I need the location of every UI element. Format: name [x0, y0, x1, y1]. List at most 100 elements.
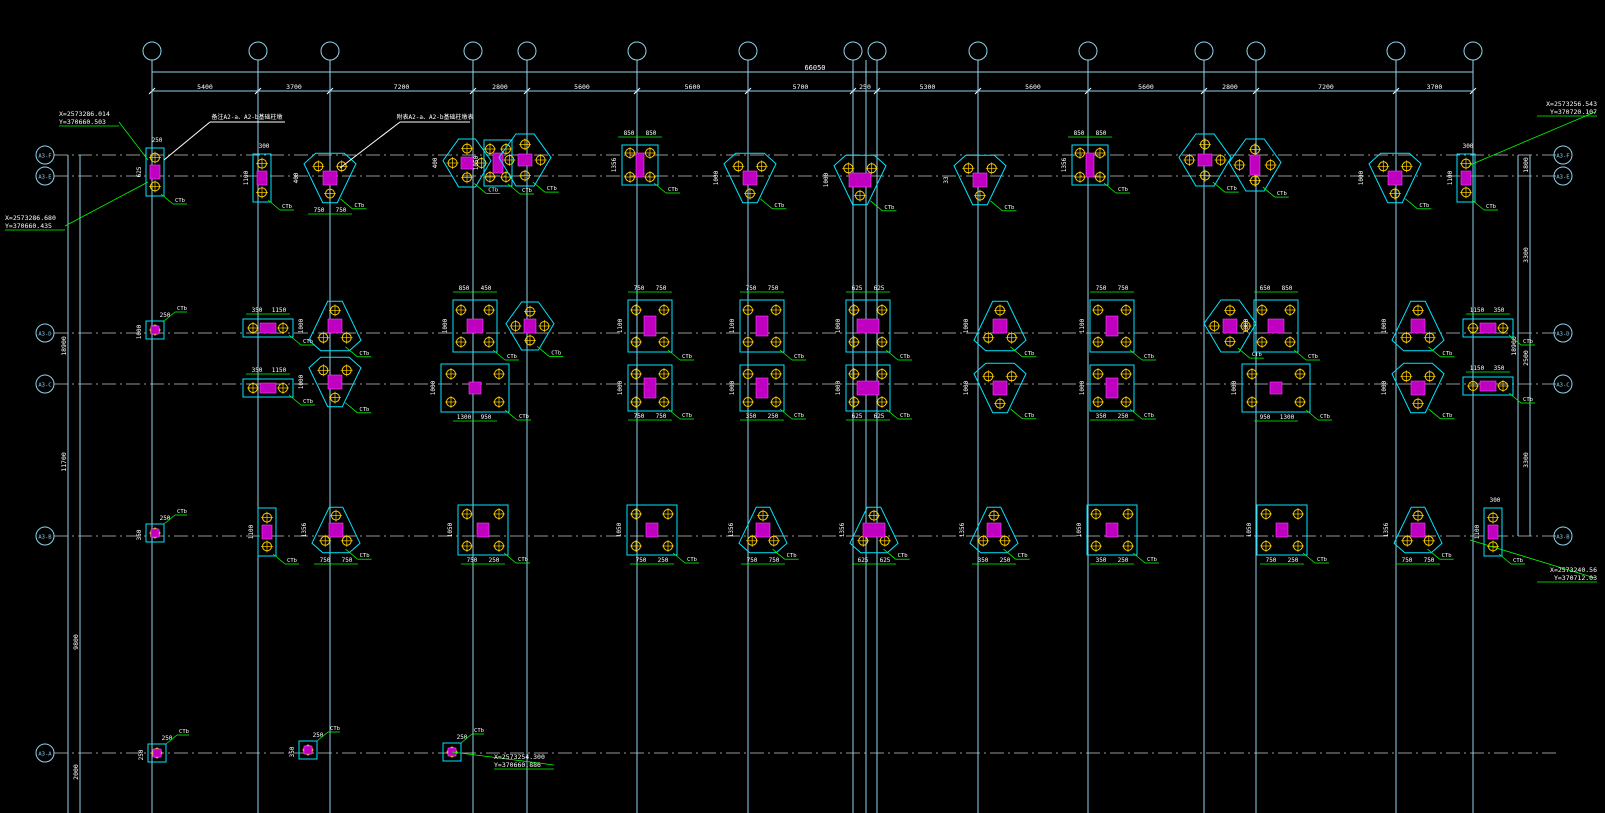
footing-leader: [779, 408, 793, 420]
grid-bubble-top: [142, 41, 162, 61]
footing-leader: [1237, 347, 1251, 359]
column-block: [460, 156, 474, 170]
column-block: [1222, 318, 1238, 334]
footing-tag: CTb: [1024, 413, 1034, 419]
footing-tag: CTb: [900, 354, 910, 360]
top-dimension-text: 7200: [1318, 83, 1334, 91]
footing-outline: [308, 300, 362, 352]
grid-bubble-top: [1078, 41, 1098, 61]
footing-leader: [507, 183, 521, 195]
footing-dim-text: 1150: [272, 367, 287, 374]
coordinate-x-text: X=2573240.56: [1550, 566, 1597, 574]
column-block: [261, 524, 273, 540]
column-block: [856, 318, 880, 334]
footing-leader: [772, 548, 785, 560]
footing-hex: CTb: [1178, 133, 1239, 193]
footing-tag: CTb: [1486, 204, 1496, 210]
footing-outline: [298, 740, 318, 760]
footing-dim-text: 1050: [1246, 522, 1253, 537]
footing-leader: [1305, 409, 1319, 421]
column-block: [327, 374, 343, 390]
footing-dim-text: 950: [1260, 414, 1271, 421]
footing-dim-text: 750: [1424, 557, 1435, 564]
top-dimension-text: 3700: [286, 83, 302, 91]
footing-leader: [1302, 552, 1316, 564]
top-dimension-text: 5700: [793, 83, 809, 91]
footing-dim-text: 1000: [1243, 318, 1250, 333]
footing-tag: CTb: [177, 509, 187, 515]
column-block: [856, 380, 880, 396]
footing-leader: [1427, 548, 1440, 560]
footing-dim-text: 625: [852, 285, 863, 292]
footing-dim-text: 750: [656, 285, 667, 292]
grid-bubble-right-label: A3-E: [1556, 175, 1569, 181]
footing-outline: [845, 364, 891, 412]
column-block: [259, 322, 277, 334]
footing-tag: CTb: [668, 187, 678, 193]
footing-dim-text: 750: [1096, 285, 1107, 292]
footing-dim-text: 350: [1494, 365, 1505, 372]
footing-dim-text: 1356: [301, 522, 308, 537]
footing-dim-text: 1300: [457, 414, 472, 421]
footing-dim-text: 1100: [617, 318, 624, 333]
footing-dim-text: 1000: [430, 380, 437, 395]
grid-bubble-right: [1553, 166, 1573, 186]
footing-dim-text: 1300: [1280, 414, 1295, 421]
footing-leader: [345, 548, 358, 560]
footing-outline: [1228, 138, 1282, 192]
footing-dim-text: 450: [481, 285, 492, 292]
coordinate-y-text: Y=370712.03: [1554, 574, 1597, 582]
footing-dim-text: 750: [636, 557, 647, 564]
left-dimension-text: 2000: [72, 764, 80, 780]
footing-leader: [1129, 408, 1143, 420]
coordinate-leader: [64, 181, 149, 227]
footing-dim-text: 350: [1096, 557, 1107, 564]
footing-dim-text: 300: [259, 143, 270, 150]
coordinate-x-text: X=2573254.300: [494, 753, 545, 761]
column-block: [1460, 170, 1472, 186]
footing-dim-text: 1050: [616, 522, 623, 537]
coordinate-y-text: Y=370720.107: [1550, 108, 1597, 116]
footing-tag: CTb: [522, 188, 532, 194]
column-block: [328, 522, 344, 538]
footing-tag: CTb: [177, 306, 187, 312]
footing-outline: [242, 318, 294, 338]
footing-dim-text: 300: [1490, 497, 1501, 504]
footing-dim-text: 1000: [298, 318, 305, 333]
footing-dim-text: 300: [1463, 143, 1474, 150]
footing-outline: [452, 299, 498, 353]
footing-tag: CTb: [507, 354, 517, 360]
grid-bubble-left: [35, 526, 55, 546]
footing-tag: CTb: [360, 553, 370, 559]
column-block: [1085, 152, 1095, 178]
column-block: [1105, 377, 1119, 399]
grid-bubble-left: [35, 145, 55, 165]
footing-hex: CTb: [1228, 138, 1289, 198]
footing-tag: CTb: [1144, 354, 1154, 360]
column-block: [149, 164, 161, 180]
top-dimension-text: 2800: [1222, 83, 1238, 91]
footing-outline: [953, 154, 1007, 206]
footing-dim-text: 350: [978, 557, 989, 564]
footing-dim-text: 250: [1118, 557, 1129, 564]
footing-dim-text: 350: [136, 529, 143, 540]
footing-tag: CTb: [1442, 351, 1452, 357]
column-block: [1275, 522, 1289, 538]
